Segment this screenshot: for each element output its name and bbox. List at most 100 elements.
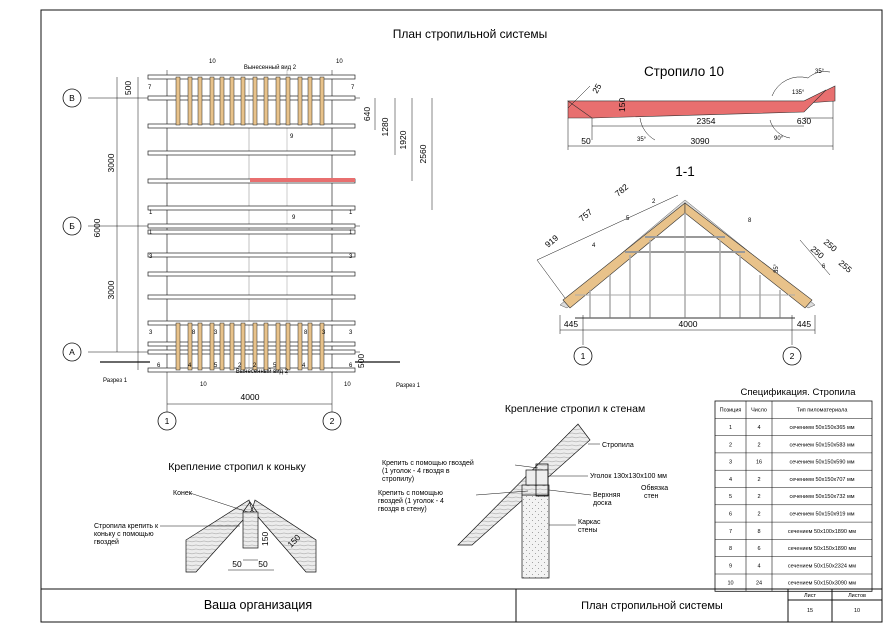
plan-post bbox=[307, 76, 313, 126]
svg-text:1: 1 bbox=[149, 210, 153, 216]
svg-text:9: 9 bbox=[292, 215, 296, 221]
plan-post bbox=[209, 76, 215, 126]
plan-rafter bbox=[147, 252, 356, 258]
svg-text:445: 445 bbox=[797, 319, 811, 329]
plan-post bbox=[263, 322, 269, 371]
spec-header: Число bbox=[751, 408, 767, 414]
svg-text:4: 4 bbox=[592, 243, 596, 249]
svg-text:2560: 2560 bbox=[418, 144, 428, 163]
svg-text:90°: 90° bbox=[774, 136, 784, 142]
plan-rafter bbox=[147, 205, 356, 211]
svg-text:9: 9 bbox=[290, 134, 294, 140]
svg-text:150: 150 bbox=[260, 532, 270, 546]
stamp-sheet-label: Лист bbox=[804, 593, 816, 599]
axis-marker-2 bbox=[322, 411, 342, 431]
plan-post bbox=[197, 322, 203, 371]
axis-marker-b bbox=[62, 216, 82, 236]
plan-post bbox=[297, 76, 303, 126]
rafter-10-detail: Стропило 10 25 150 2354 630 50 3090 35° … bbox=[567, 64, 836, 150]
svg-text:2354: 2354 bbox=[697, 116, 716, 126]
svg-text:6: 6 bbox=[822, 264, 826, 270]
svg-text:5: 5 bbox=[273, 363, 277, 369]
spec-cell: 5 bbox=[729, 494, 732, 500]
ridge-title: Крепление стропил к коньку bbox=[168, 461, 306, 473]
plan-post bbox=[252, 76, 258, 126]
organization-label: Ваша организация bbox=[204, 598, 312, 612]
plan-post bbox=[263, 76, 269, 126]
svg-text:1: 1 bbox=[149, 230, 153, 236]
svg-text:3: 3 bbox=[149, 330, 153, 336]
svg-text:1920: 1920 bbox=[398, 130, 408, 149]
right-rafter bbox=[684, 202, 813, 309]
svg-text:2: 2 bbox=[238, 363, 242, 369]
svg-text:1280: 1280 bbox=[380, 117, 390, 136]
svg-text:В: В bbox=[69, 93, 75, 103]
spec-cell: 6 bbox=[757, 546, 760, 552]
svg-text:250: 250 bbox=[809, 244, 827, 261]
svg-text:6000: 6000 bbox=[92, 218, 102, 237]
svg-text:2: 2 bbox=[253, 363, 257, 369]
sheet-border bbox=[40, 9, 883, 623]
plan-post bbox=[187, 76, 193, 126]
svg-text:630: 630 bbox=[797, 116, 811, 126]
spec-cell: сечением 50x150x707 мм bbox=[789, 477, 854, 483]
spec-cell: сечением 50x150x590 мм bbox=[789, 460, 854, 466]
spec-cell: сечением 50x150x583 мм bbox=[789, 442, 854, 448]
svg-text:4000: 4000 bbox=[679, 319, 698, 329]
svg-text:Обвязка: Обвязка bbox=[641, 484, 668, 492]
svg-text:7: 7 bbox=[148, 85, 152, 91]
svg-text:4: 4 bbox=[302, 363, 306, 369]
svg-text:2: 2 bbox=[790, 351, 795, 361]
plan-post bbox=[275, 322, 281, 371]
spec-cell: 16 bbox=[756, 460, 762, 466]
svg-text:10: 10 bbox=[200, 382, 207, 388]
svg-text:3000: 3000 bbox=[106, 153, 116, 172]
svg-text:50: 50 bbox=[258, 559, 268, 569]
plan-post bbox=[187, 322, 193, 371]
plan-rafter bbox=[147, 367, 356, 373]
spec-cell: 4 bbox=[757, 563, 760, 569]
svg-text:доска: доска bbox=[593, 500, 612, 507]
svg-text:1: 1 bbox=[349, 210, 353, 216]
plan-rafter bbox=[147, 320, 356, 326]
svg-text:6: 6 bbox=[349, 363, 353, 369]
svg-text:1: 1 bbox=[581, 351, 586, 361]
svg-text:135°: 135° bbox=[792, 90, 805, 96]
plan-rafter bbox=[147, 229, 356, 235]
spec-cell: 2 bbox=[757, 511, 760, 517]
plan-rafter bbox=[147, 349, 356, 355]
svg-text:Верхняя: Верхняя bbox=[593, 492, 621, 499]
ridge-beam bbox=[242, 511, 259, 549]
spec-cell: 2 bbox=[757, 494, 760, 500]
svg-text:Стропила крепить к: Стропила крепить к bbox=[94, 523, 159, 530]
plan-post bbox=[297, 322, 303, 371]
svg-text:5: 5 bbox=[214, 363, 218, 369]
spec-cell: сечением 50x150x1890 мм bbox=[788, 546, 856, 552]
rafter-10-title: Стропило 10 bbox=[644, 64, 724, 79]
plan-post bbox=[229, 76, 235, 126]
svg-text:5: 5 bbox=[626, 216, 630, 222]
svg-text:гвоздей: гвоздей bbox=[94, 538, 119, 546]
plan-post bbox=[240, 76, 246, 126]
spec-cell: 3 bbox=[729, 460, 732, 466]
svg-text:8: 8 bbox=[748, 218, 752, 224]
svg-text:50: 50 bbox=[232, 559, 242, 569]
spec-cell: 8 bbox=[757, 529, 760, 535]
plan-post bbox=[252, 322, 258, 371]
svg-text:35°: 35° bbox=[774, 263, 780, 273]
spec-cell: 1 bbox=[729, 425, 732, 431]
rafter-plan: В Б А 1 2 500 3000 6000 3000 500 640 bbox=[62, 59, 433, 431]
svg-text:Вынесенный вид 2: Вынесенный вид 2 bbox=[244, 64, 297, 71]
plan-post bbox=[175, 322, 181, 371]
spec-cell: 24 bbox=[756, 581, 762, 587]
svg-text:445: 445 bbox=[564, 319, 578, 329]
stamp-sheet-number: 15 bbox=[807, 608, 813, 614]
svg-text:Разрез 1: Разрез 1 bbox=[396, 383, 421, 389]
plan-post bbox=[275, 76, 281, 126]
spec-cell: 4 bbox=[729, 477, 732, 483]
svg-text:3: 3 bbox=[214, 330, 218, 336]
spec-cell: 8 bbox=[729, 546, 732, 552]
wall-detail: Крепление стропил к стенам Крепить с пом… bbox=[378, 403, 668, 579]
svg-text:35°: 35° bbox=[815, 69, 825, 75]
